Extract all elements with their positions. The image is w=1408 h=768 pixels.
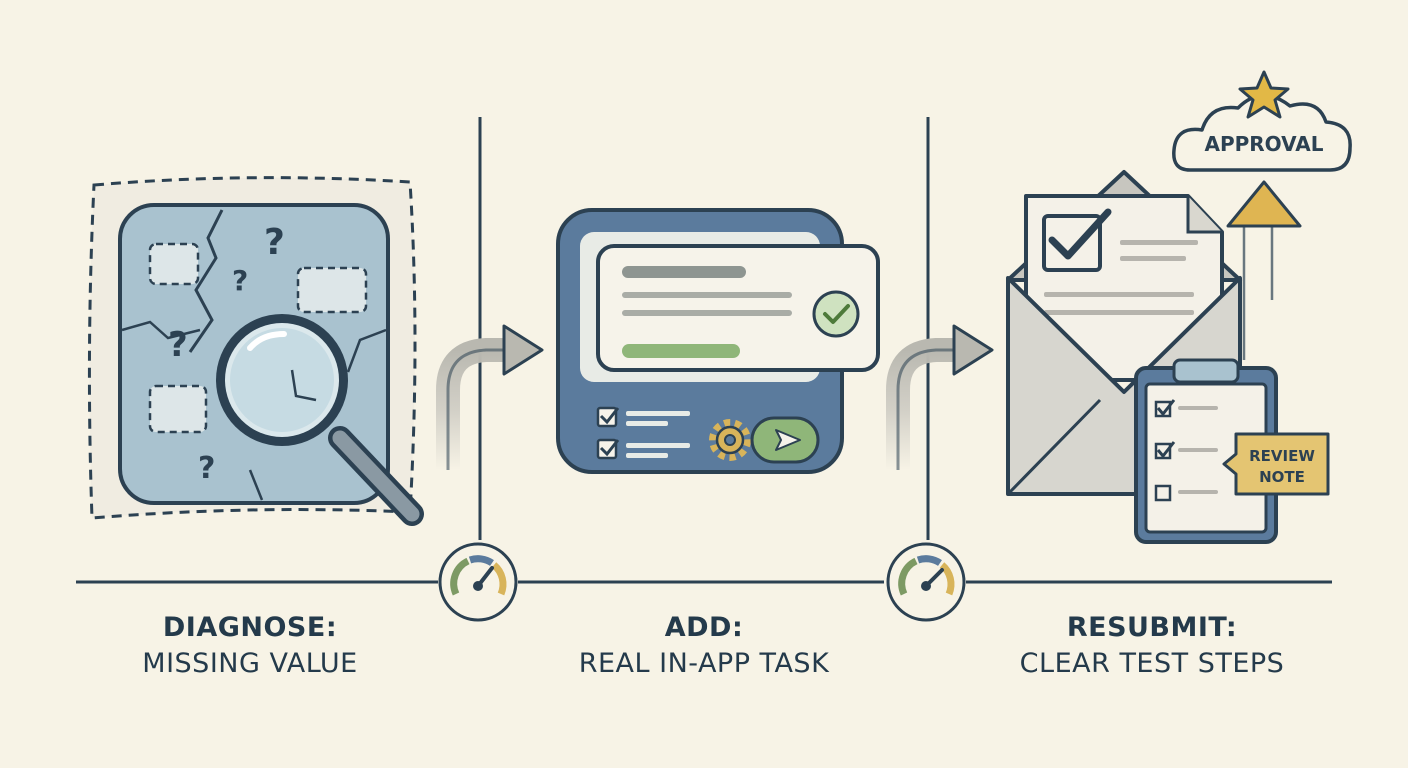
step-caption-diagnose: DIAGNOSE: MISSING VALUE xyxy=(70,612,430,680)
step-subtitle: MISSING VALUE xyxy=(142,647,358,679)
app-task-card-icon xyxy=(556,208,880,474)
curved-arrow-icon xyxy=(436,324,544,470)
envelope-with-checklist-icon: REVIEW NOTE xyxy=(1006,170,1330,544)
step-caption-resubmit: RESUBMIT: CLEAR TEST STEPS xyxy=(972,612,1332,680)
gauge-icon xyxy=(438,542,518,622)
step-caption-add: ADD: REAL IN-APP TASK xyxy=(524,612,884,680)
magnifying-glass-over-broken-app-icon: ? ? ? ? xyxy=(87,176,424,526)
svg-text:?: ? xyxy=(168,325,188,365)
svg-text:?: ? xyxy=(264,222,285,263)
star-cloud-icon: APPROVAL xyxy=(1172,70,1352,172)
step-title: DIAGNOSE: xyxy=(162,612,338,643)
step-title: RESUBMIT: xyxy=(1066,612,1238,643)
step-subtitle: REAL IN-APP TASK xyxy=(578,647,830,679)
step-subtitle: CLEAR TEST STEPS xyxy=(1019,647,1285,679)
review-note-badge: REVIEW NOTE xyxy=(1222,432,1330,496)
curved-arrow-icon xyxy=(886,324,994,470)
timeline xyxy=(76,117,1332,584)
review-note-line1: REVIEW xyxy=(1249,447,1315,465)
review-note-line2: NOTE xyxy=(1259,468,1305,486)
svg-text:?: ? xyxy=(198,451,215,486)
gauge-icon xyxy=(886,542,966,622)
approval-label: APPROVAL xyxy=(1204,132,1323,156)
svg-text:?: ? xyxy=(232,264,248,297)
step-title: ADD: xyxy=(664,612,744,643)
